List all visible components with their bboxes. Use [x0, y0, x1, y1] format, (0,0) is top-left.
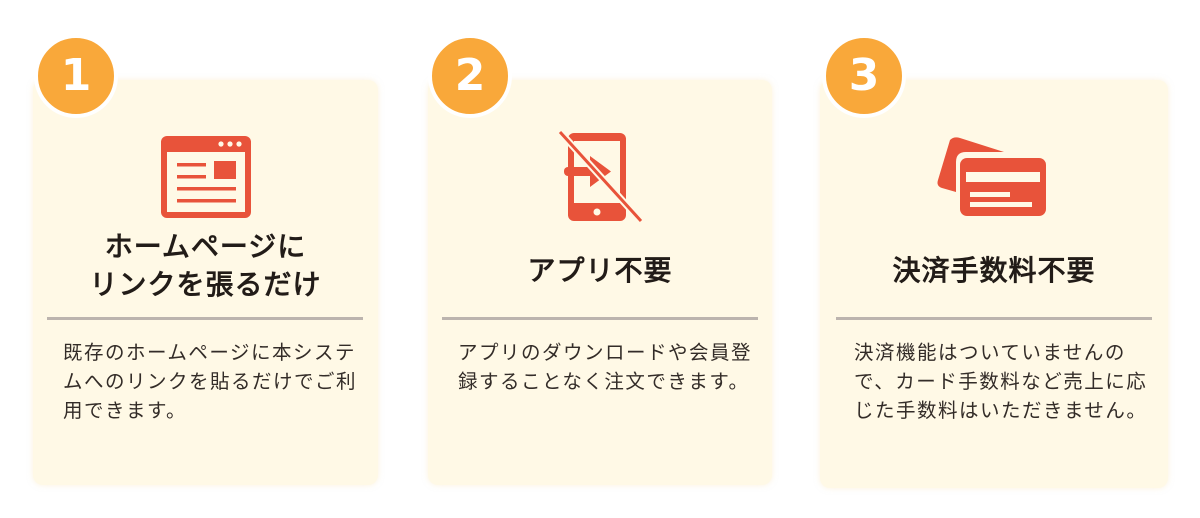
feature-description: 決済機能はついていませんので、カード手数料など売上に応じた手数料はいただきません… [854, 341, 1148, 422]
divider [442, 317, 758, 320]
no-app-smartphone-icon [557, 130, 644, 224]
step-number: 3 [848, 50, 880, 101]
feature-title: 決済手数料不要 [892, 254, 1096, 287]
feature-title-line-2: リンクを張るだけ [89, 268, 322, 301]
step-number: 2 [454, 50, 486, 101]
step-badge-1: 1 [34, 34, 118, 118]
feature-description: 既存のホームページに本システムへのリンクを貼るだけでご利用できます。 [63, 341, 358, 422]
feature-description: アプリのダウンロードや会員登録することなく注文できます。 [458, 341, 753, 393]
divider [836, 317, 1152, 320]
feature-card-1: ホームページに リンクを張るだけ 既存のホームページに本システムへのリンクを貼る… [33, 80, 378, 485]
step-number: 1 [60, 50, 92, 101]
step-badge-3: 3 [822, 34, 906, 118]
feature-title-line-1: ホームページに [104, 230, 307, 263]
feature-card-2: アプリ不要 アプリのダウンロードや会員登録することなく注文できます。 [428, 80, 772, 485]
feature-title: アプリ不要 [527, 254, 673, 287]
browser-window-icon [161, 136, 251, 218]
divider [47, 317, 363, 320]
feature-card-3: 決済手数料不要 決済機能はついていませんので、カード手数料など売上に応じた手数料… [820, 80, 1168, 488]
step-badge-2: 2 [428, 34, 512, 118]
credit-card-icon [937, 137, 1046, 216]
feature-title: ホームページに リンクを張るだけ [33, 228, 378, 304]
